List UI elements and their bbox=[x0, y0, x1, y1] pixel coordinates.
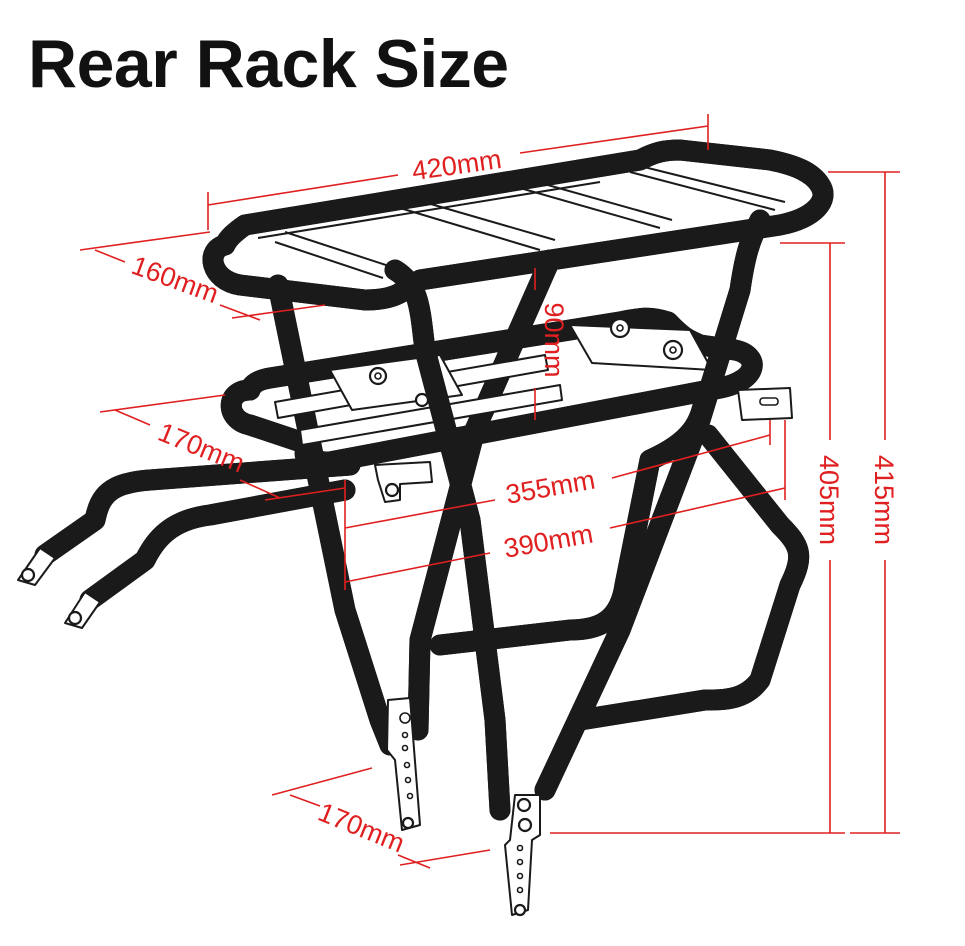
dim-deck-gap-label: 90mm bbox=[539, 302, 569, 377]
leg-adjust-plate-right bbox=[504, 794, 541, 917]
upper-deck bbox=[213, 139, 823, 311]
dim-deck-gap: 90mm bbox=[534, 268, 569, 420]
dim-leg-spacing-label: 170mm bbox=[314, 797, 409, 859]
dim-height-outer: 415mm bbox=[828, 171, 900, 834]
dim-lower-outer-label: 390mm bbox=[502, 519, 596, 564]
page-title: Rear Rack Size bbox=[28, 26, 509, 102]
dim-height-inner: 405mm bbox=[550, 242, 845, 834]
dim-height-outer-label: 415mm bbox=[869, 455, 899, 545]
leg-adjust-plate-left bbox=[386, 697, 421, 831]
forward-stays bbox=[17, 454, 361, 629]
rack-drawing bbox=[17, 139, 823, 917]
dim-leg-spacing: 170mm bbox=[271, 767, 491, 869]
dim-height-inner-label: 405mm bbox=[814, 455, 844, 545]
dim-lower-inner-label: 355mm bbox=[504, 465, 598, 510]
